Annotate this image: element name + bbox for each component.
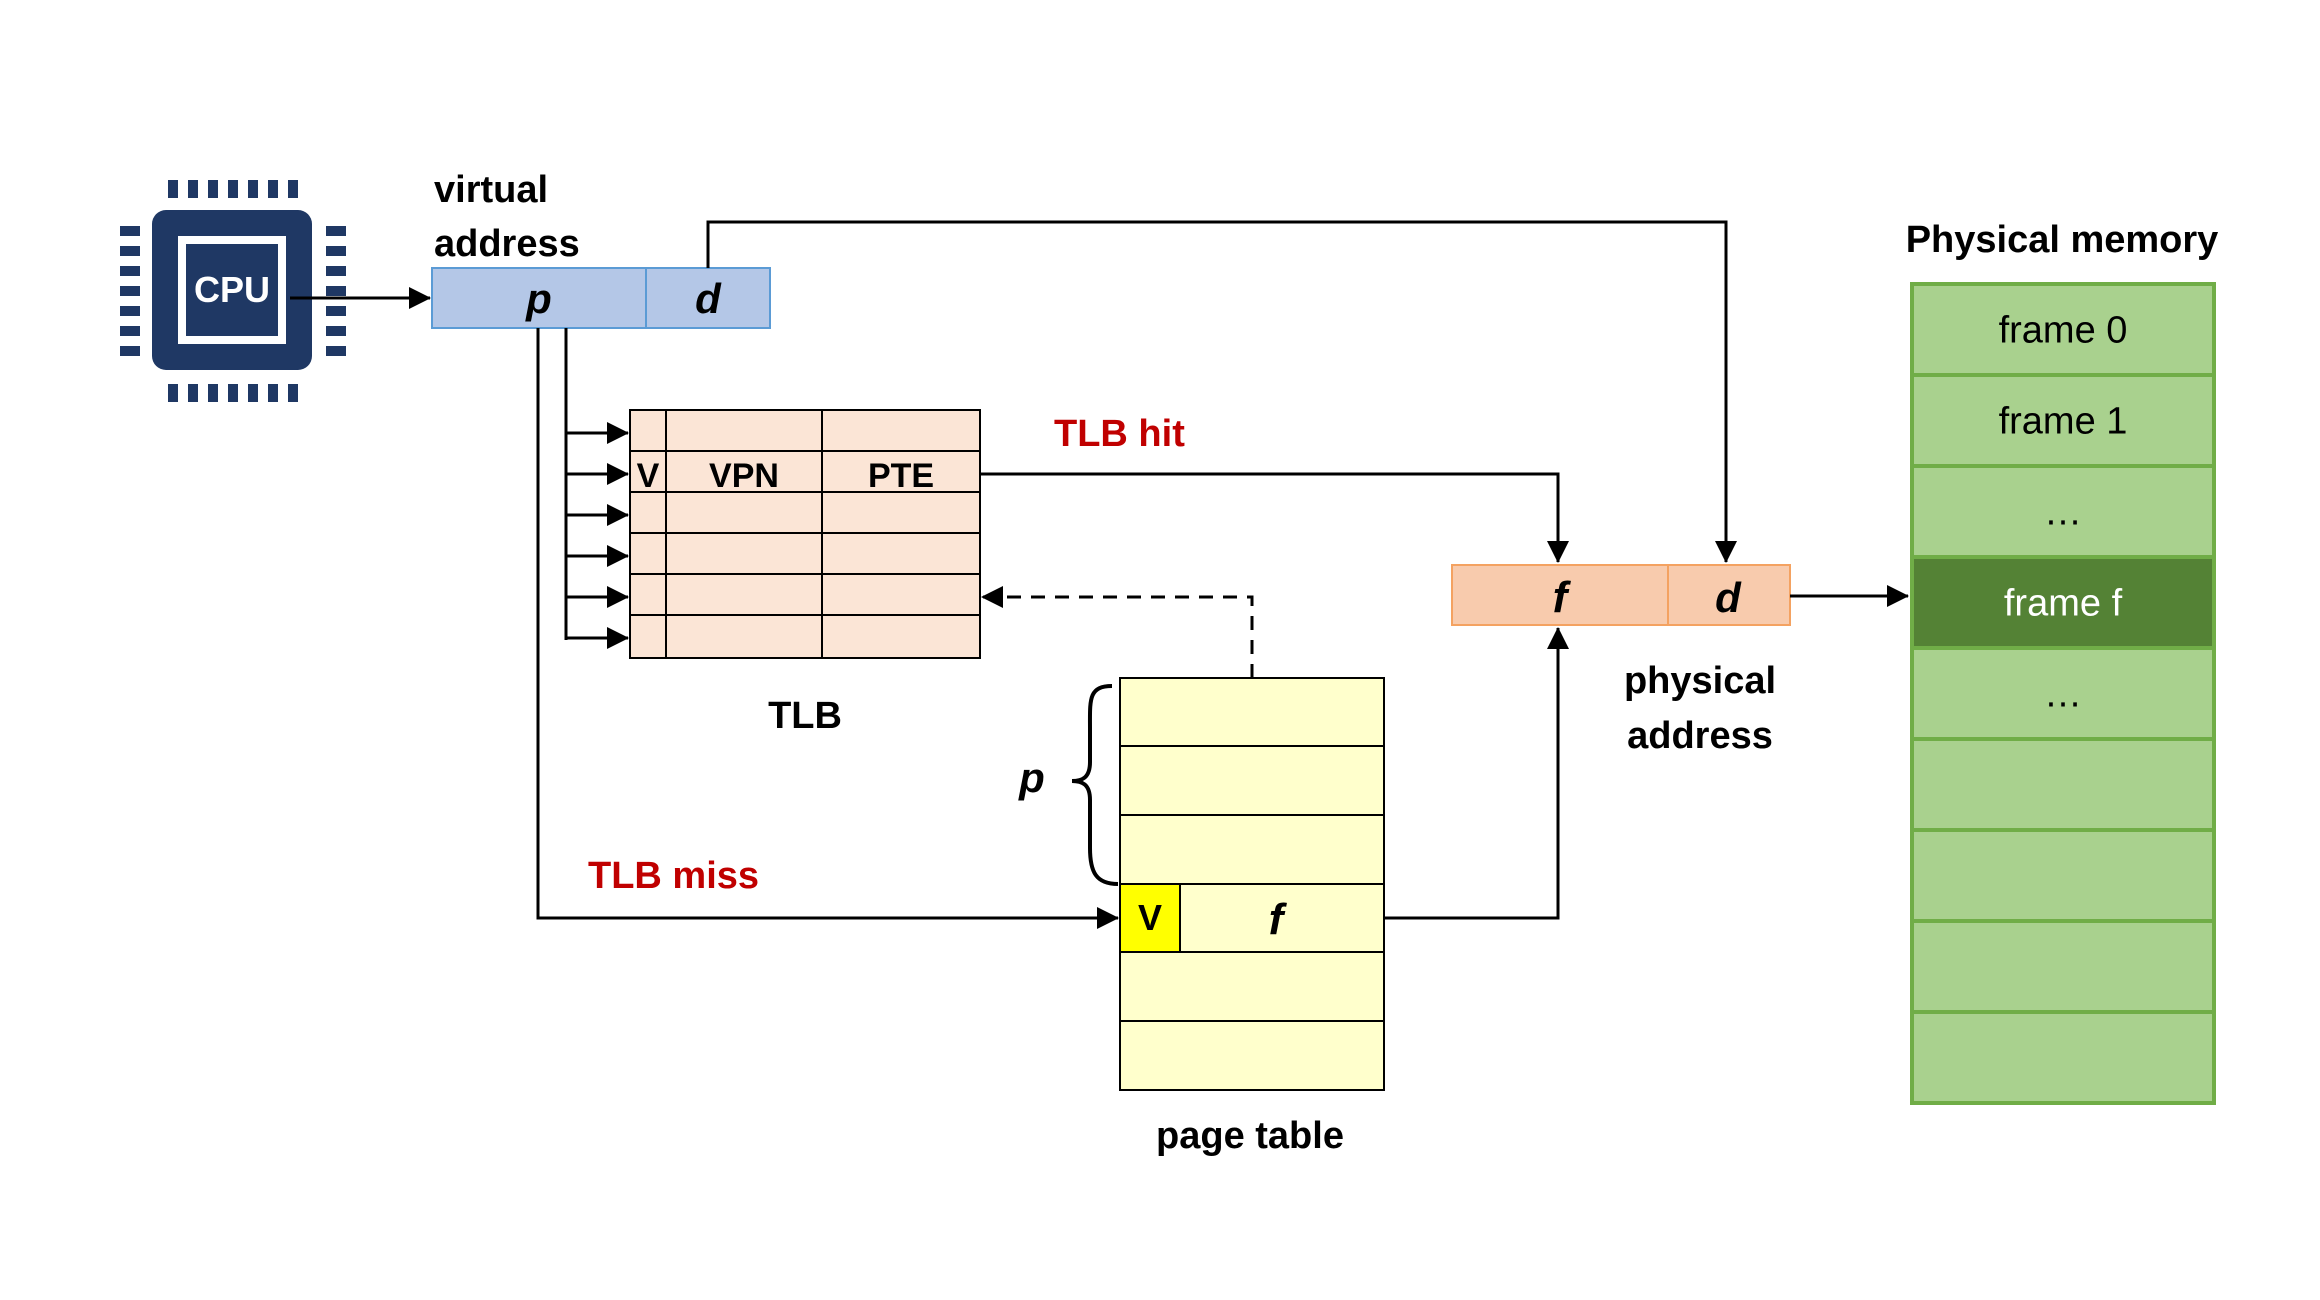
memory-frame [1910, 737, 2216, 832]
page-table-valid-bit [1119, 883, 1181, 953]
va-page-field: p [525, 275, 552, 322]
page-index-brace [1071, 684, 1119, 886]
virtual-address-register: p d [431, 267, 771, 329]
page-table-caption: page table [1156, 1115, 1344, 1157]
memory-frame-highlighted [1910, 555, 2216, 650]
memory-frame-label: … [2044, 492, 2082, 534]
memory-frame [1910, 373, 2216, 468]
memory-frame [1910, 1010, 2216, 1105]
physical-memory-title: Physical memory [1906, 219, 2219, 261]
memory-frame-label: frame 0 [1999, 310, 2128, 352]
physical-address-caption-line2: address [1627, 715, 1773, 757]
tlb-header-valid: V [637, 457, 660, 495]
tlb-lookup-arrows [564, 328, 629, 649]
tlb-miss-label: TLB miss [588, 855, 759, 897]
page-table: V f [1119, 677, 1385, 1091]
virtual-address-caption-line1: virtual [434, 169, 548, 211]
tlb-hit-arrow [980, 472, 1569, 563]
tlb-caption: TLB [768, 695, 842, 737]
tlb-update-dashed-arrow [981, 586, 1254, 678]
memory-frame [1910, 282, 2216, 377]
physical-memory-frames: frame 0 frame 1 … frame f … [1910, 282, 2216, 1105]
physical-address-register: f d [1451, 564, 1791, 626]
tlb-header-vpn: VPN [709, 457, 779, 495]
memory-frame [1910, 646, 2216, 741]
tlb-table: V VPN PTE [629, 409, 981, 659]
memory-frame-label: frame f [2004, 583, 2123, 625]
memory-frame-label: frame 1 [1999, 401, 2128, 443]
page-table-entry-valid: V [1138, 897, 1162, 938]
pa-frame-field: f [1553, 573, 1572, 622]
page-table-to-pa-arrow [1384, 627, 1569, 920]
page-index-brace-label: p [1018, 754, 1045, 801]
offset-passthrough-arrow [706, 220, 1737, 563]
cpu-label: CPU [194, 269, 270, 310]
page-table-entry-frame: f [1269, 895, 1288, 944]
memory-frame [1910, 919, 2216, 1014]
pa-offset-field: d [1715, 574, 1742, 621]
physical-address-caption-line1: physical [1624, 660, 1776, 702]
virtual-address-caption-line2: address [434, 223, 580, 265]
tlb-miss-arrow [536, 328, 1119, 929]
tlb-header-pte: PTE [868, 457, 934, 495]
va-offset-field: d [695, 275, 722, 322]
cpu-chip-icon: CPU [120, 180, 346, 402]
memory-frame [1910, 464, 2216, 559]
memory-frame [1910, 828, 2216, 923]
memory-frame-label: … [2044, 674, 2082, 716]
tlb-hit-label: TLB hit [1054, 413, 1185, 455]
